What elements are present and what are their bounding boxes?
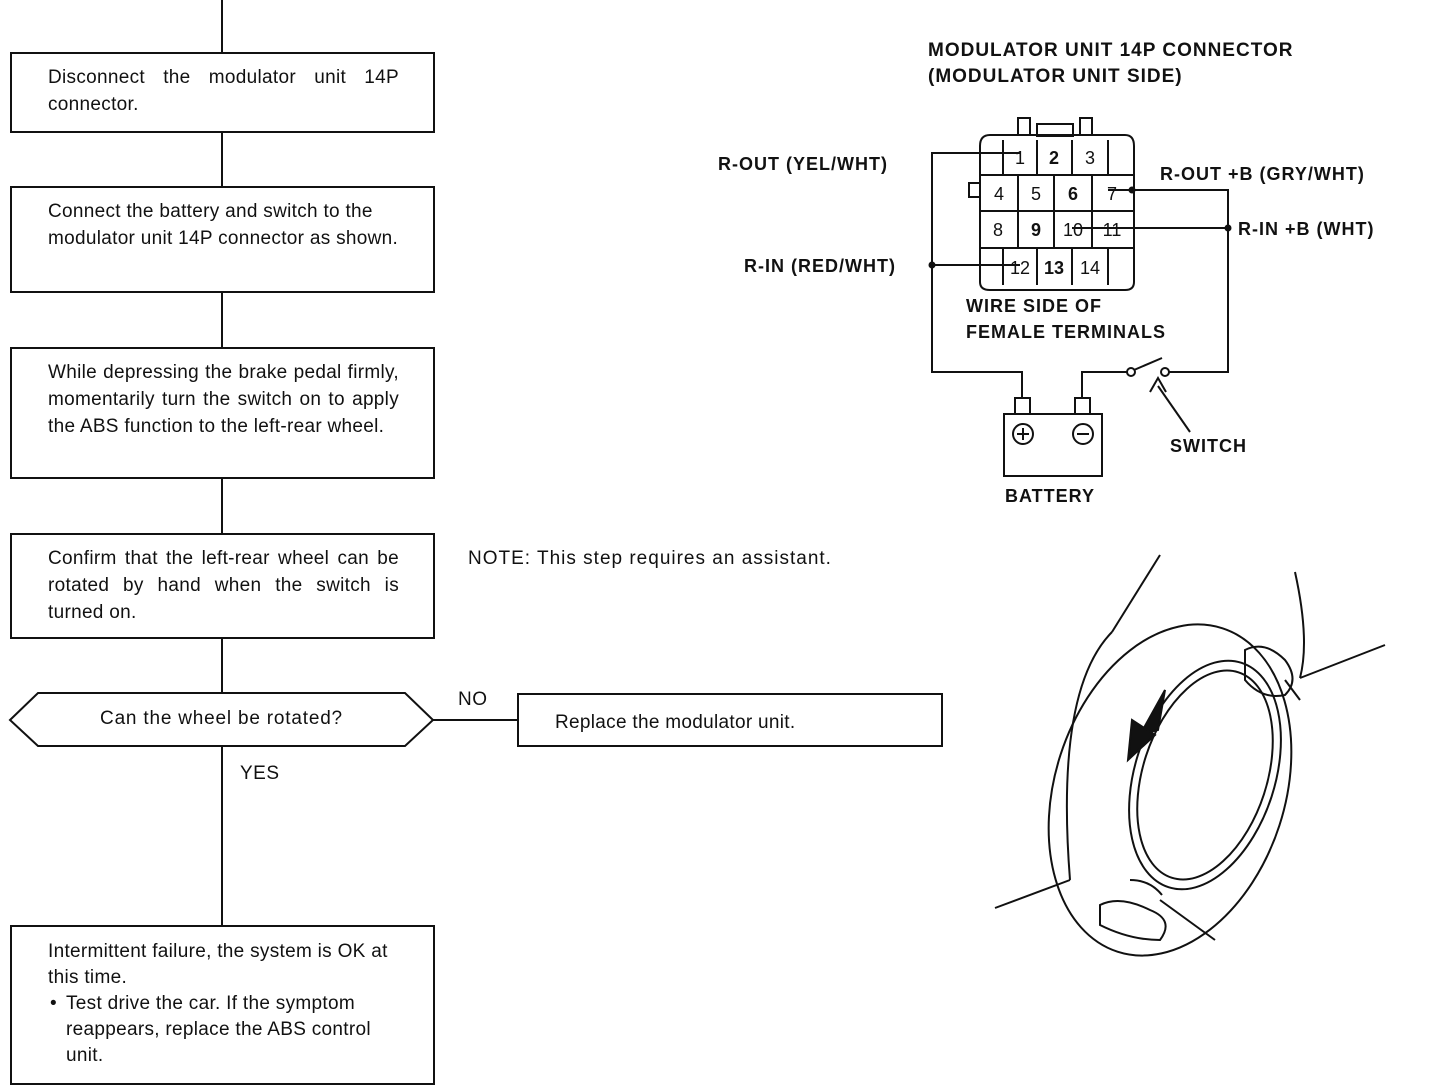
result-bullet: Test drive the car. If the symptom reapp… [50,991,399,1069]
result-box: Intermittent failure, the system is OK a… [10,925,435,1085]
pin-7: 7 [1107,184,1117,204]
flow-line-dec-result [221,746,223,925]
pin-13: 13 [1044,258,1064,278]
pin-2: 2 [1049,148,1059,168]
label-switch: SWITCH [1170,436,1247,456]
pin-9: 9 [1031,220,1041,240]
pin-12: 12 [1010,258,1030,278]
flow-line-1-2 [221,132,223,186]
pin-1: 1 [1015,148,1025,168]
label-r-out-b: R-OUT +B (GRY/WHT) [1160,164,1365,184]
pin-6: 6 [1068,184,1078,204]
flow-line-3-4 [221,478,223,533]
wheel-illustration [994,554,1386,957]
step-disconnect-text: Disconnect the modulator unit 14P connec… [48,67,399,115]
decision-text: Can the wheel be rotated? [100,708,343,729]
wiring [931,152,1229,398]
step-connect-box: Connect the battery and switch to the mo… [10,186,435,293]
pin-4: 4 [994,184,1004,204]
label-r-in-red: R-IN (RED/WHT) [744,256,896,276]
replace-modulator-text: Replace the modulator unit. [555,712,796,733]
pin-5: 5 [1031,184,1041,204]
label-r-in-b: R-IN +B (WHT) [1238,219,1374,239]
connector-title-line1: MODULATOR UNIT 14P CONNECTOR [928,40,1294,61]
wire-side-line1: WIRE SIDE OF [966,296,1102,316]
pin-8: 8 [993,220,1003,240]
pin-3: 3 [1085,148,1095,168]
no-label: NO [458,689,488,710]
flow-line-2-3 [221,292,223,347]
connector-housing [968,117,1135,291]
switch-icon [1126,357,1191,433]
pin-10: 10 [1063,220,1083,240]
flow-line-top [221,0,223,52]
battery-icon [1003,397,1103,477]
yes-label: YES [240,763,280,784]
step-confirm-box: Confirm that the left-rear wheel can be … [10,533,435,639]
step-confirm-text: Confirm that the left-rear wheel can be … [48,548,399,623]
connector-title-line2: (MODULATOR UNIT SIDE) [928,66,1183,87]
pin-14: 14 [1080,258,1100,278]
result-bullet-list: Test drive the car. If the symptom reapp… [48,991,399,1069]
result-text: Intermittent failure, the system is OK a… [48,941,388,988]
flow-line-4-dec [221,638,223,693]
label-battery: BATTERY [1005,486,1095,506]
wire-side-line2: FEMALE TERMINALS [966,322,1166,342]
step-depress-text: While depressing the brake pedal firmly,… [48,362,399,437]
pin-11: 11 [1103,220,1122,240]
step-disconnect-box: Disconnect the modulator unit 14P connec… [10,52,435,133]
assistant-note: NOTE: This step requires an assistant. [468,548,832,569]
step-connect-text: Connect the battery and switch to the mo… [48,201,399,249]
flow-line-no [432,719,518,721]
step-depress-box: While depressing the brake pedal firmly,… [10,347,435,479]
replace-modulator-box: Replace the modulator unit. [517,693,943,747]
label-r-out-yel: R-OUT (YEL/WHT) [718,154,888,174]
